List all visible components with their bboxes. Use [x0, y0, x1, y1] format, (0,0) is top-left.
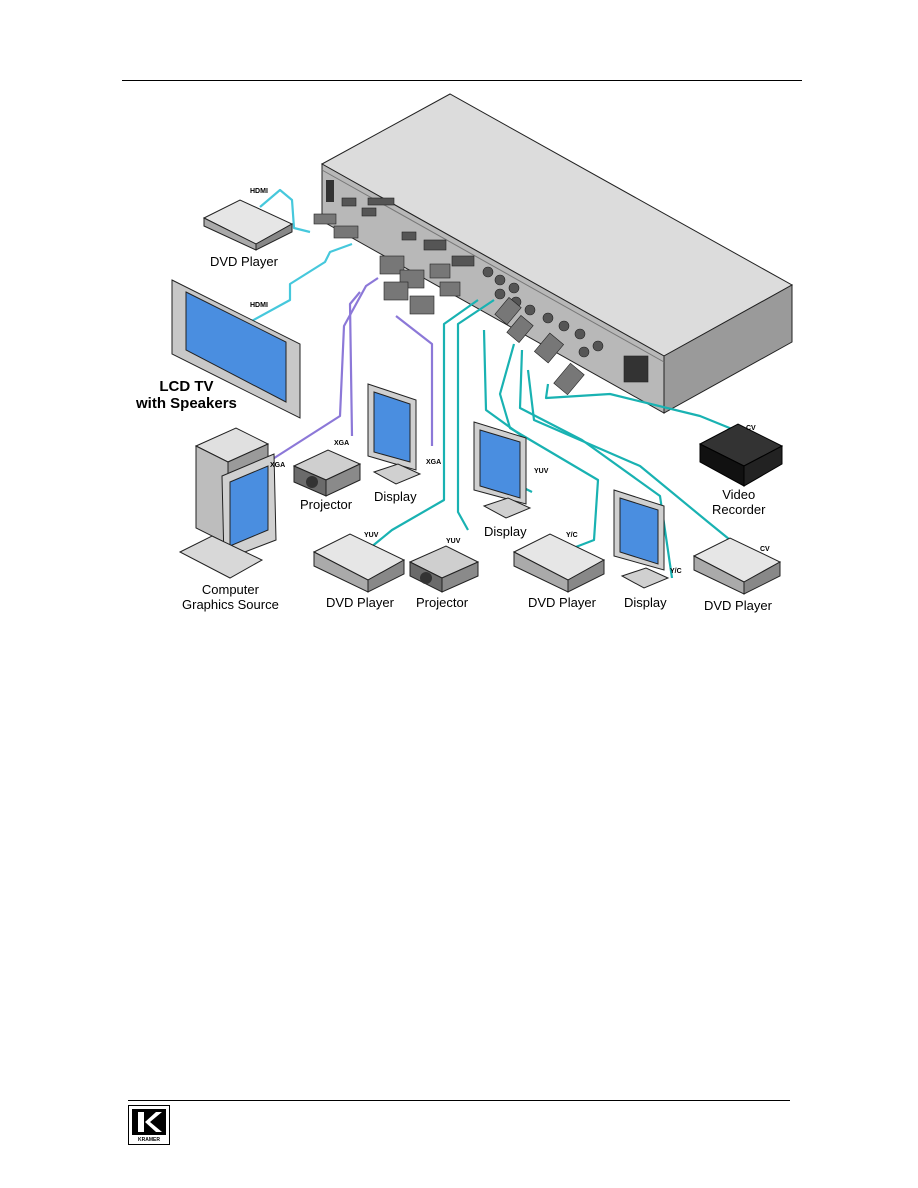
yuv-in-tag: YUV — [364, 532, 379, 539]
dvd-player-yuv-icon — [312, 533, 406, 593]
xga-in-tag: XGA — [270, 462, 286, 469]
xga-out-projector-tag: XGA — [334, 440, 350, 447]
display-xga-label: Display — [374, 489, 417, 504]
projector-xga-icon — [292, 449, 362, 497]
lcd-tv-label: LCD TV with Speakers — [136, 378, 237, 412]
dvd-player-cv-icon — [692, 537, 782, 595]
hdmi-in-tag: HDMI — [250, 188, 268, 195]
computer-icon — [178, 427, 277, 579]
bottom-rule — [128, 1100, 790, 1101]
hdmi-out-tag: HDMI — [250, 302, 268, 309]
computer-label: Computer Graphics Source — [182, 582, 279, 612]
yuv-out-display-tag: YUV — [534, 468, 549, 475]
cv-in-tag: CV — [760, 546, 770, 553]
yc-out-tag: Y/C — [670, 568, 682, 575]
top-rule — [122, 80, 802, 81]
dvd-player-yc-icon — [512, 533, 606, 593]
projector-yuv-icon — [408, 545, 480, 593]
display-yc-icon — [613, 489, 670, 589]
display-yuv-label: Display — [484, 524, 527, 539]
kramer-logo: KRAMER — [128, 1105, 170, 1145]
logo-text: KRAMER — [138, 1137, 160, 1143]
dvd-player-cv-label: DVD Player — [704, 598, 772, 613]
dvd-player-hdmi-label: DVD Player — [210, 254, 278, 269]
projector-yuv-label: Projector — [416, 595, 469, 610]
video-recorder-label: Video Recorder — [712, 487, 766, 517]
dvd-player-hdmi-icon — [202, 199, 294, 251]
xga-out-display-tag: XGA — [426, 459, 442, 466]
display-yuv-icon — [473, 421, 532, 519]
cv-out-tag: CV — [746, 425, 756, 432]
display-yc-label: Display — [624, 595, 667, 610]
dvd-player-yc-label: DVD Player — [528, 595, 596, 610]
yuv-out-projector-tag: YUV — [446, 538, 461, 545]
projector-xga-label: Projector — [300, 497, 353, 512]
dvd-player-yuv-label: DVD Player — [326, 595, 394, 610]
lcd-tv-icon — [171, 279, 301, 419]
display-xga-icon — [367, 383, 422, 485]
yc-in-tag: Y/C — [566, 532, 578, 539]
switcher-unit-icon — [313, 93, 794, 414]
video-recorder-icon — [698, 423, 784, 487]
kramer-k-icon: KRAMER — [132, 1109, 166, 1143]
